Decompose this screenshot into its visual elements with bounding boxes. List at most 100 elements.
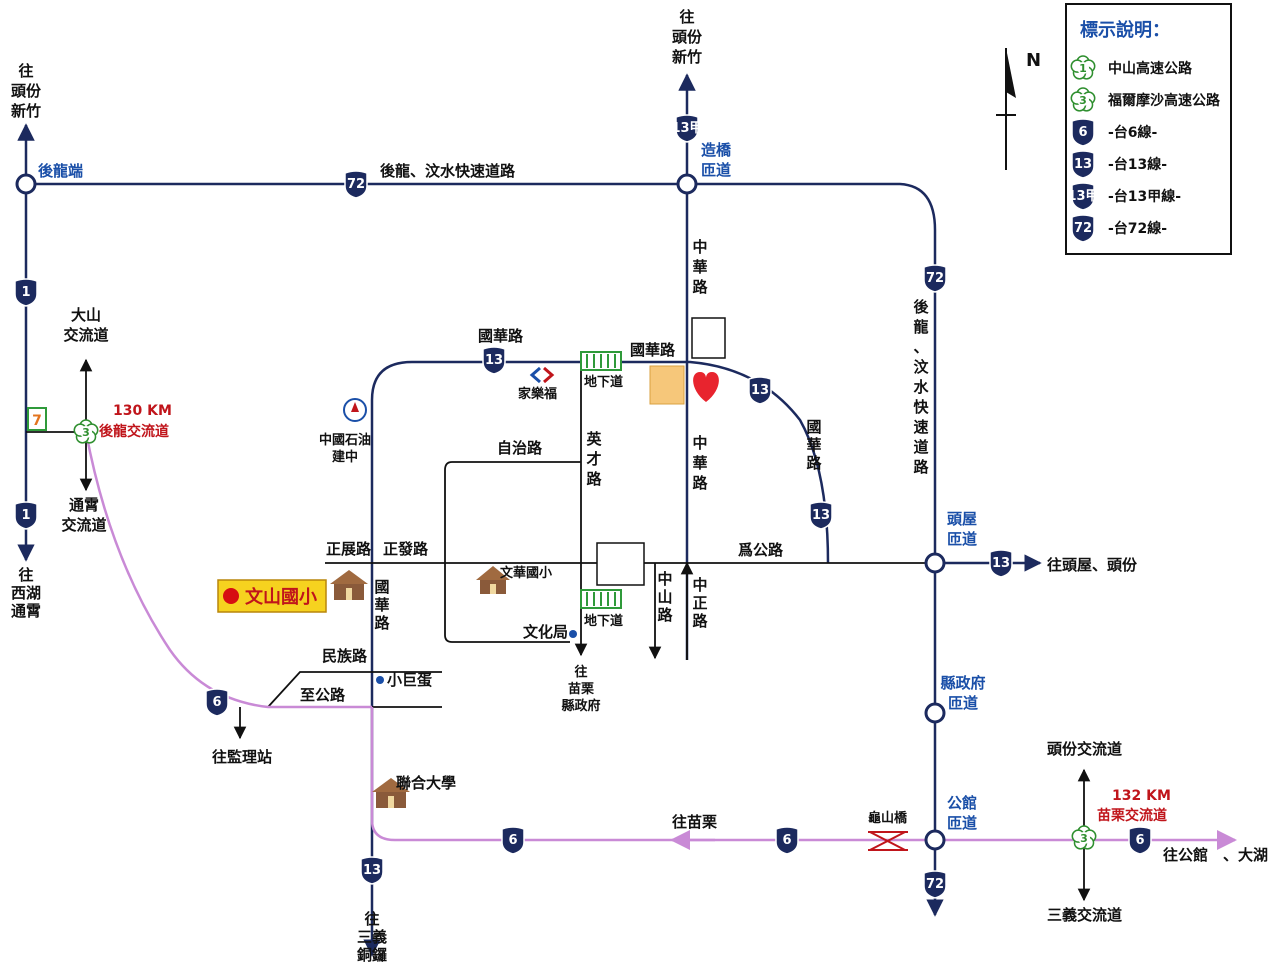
legend-item-label: -台13線- [1108,156,1167,173]
guohua-road-vert-label: 路 [374,614,390,632]
route-shield-icon: 13甲 [671,114,703,143]
shield-number: 72 [1074,221,1092,236]
sanyi-ic-label: 三義交流道 [1047,906,1122,924]
to-county-gov-label: 往 [574,664,587,680]
county-ramp-label: 匝道 [948,694,978,712]
dashan-label: 大山 [71,306,101,324]
houlongduan-node [15,173,37,195]
route-shield-icon: 13 [1071,150,1095,179]
to-toufen-left-label: 新竹 [11,102,41,120]
wenhua-school-label: 文華國小 [500,565,552,581]
guohua-road-right-label: 華 [806,436,821,454]
bridge-icon [868,831,908,851]
school-building-icon [476,566,510,594]
shield-number: 13 [1074,157,1092,172]
flower-shield-icon: 3 [1070,87,1096,112]
route-shield-icon: 1 [14,501,38,530]
zaoqiao-label: 匝道 [701,161,731,179]
to-sanyi-label: 銅鑼 [357,946,387,964]
gongguan-ramp-label: 公館 [947,794,977,812]
zhonghua-road-mid-label: 華 [692,454,707,472]
shield-number: 6 [1135,833,1144,848]
to-dmv-label: 往監理站 [212,748,272,766]
expressway-right-label: 道 [913,438,928,456]
shield-number: 3 [1080,832,1088,845]
expressway-right-label: 速 [913,418,928,436]
route-shield-icon: 13 [482,346,506,375]
yingcai-rd-label: 路 [586,470,602,488]
underpass2-label: 地下道 [584,613,623,629]
guohua-road-right-label: 國 [806,418,821,436]
miaoli-ic-label: 苗栗交流道 [1097,807,1167,824]
to-toufen-top-label: 往 [679,8,694,26]
guohua-road-top-label: 國華路 [478,327,524,345]
route-shield-icon: 72 [923,264,947,293]
shield-number: 6 [508,833,517,848]
gongguan-node [924,829,946,851]
shangguang-box [691,317,726,359]
culture-bureau-label: 文化局 [523,623,568,641]
shield-number: 72 [926,877,944,892]
shield-number: 6 [212,695,221,710]
carrefour-label: 家樂福 [518,386,557,402]
to-toufen-top-label: 新竹 [672,48,702,66]
legend-item: 72-台72線- [1071,214,1167,243]
shield-number: 13甲 [1067,189,1098,204]
touwu-ramp-label: 匝道 [947,530,977,548]
guohua-road-mid-label: 國華路 [630,341,676,359]
zhonghua-road-mid-label: 中 [692,434,707,452]
shield-number: 1 [21,285,30,300]
to-sanyi-label: 往 [364,910,379,928]
to-sanyi-label: 三義 [357,928,387,946]
guohua-road-vert-label: 國 [374,578,389,596]
shield-number: 72 [926,271,944,286]
route-6-south-road [370,707,935,842]
cpc-logo-icon [343,398,367,422]
north-label: N [1026,50,1041,71]
route-shield-icon: 6 [501,826,525,855]
svg-text:7: 7 [32,413,42,429]
legend-item-label: 中山高速公路 [1108,60,1193,77]
zhongzheng-rd-label: 中 [692,576,707,594]
expressway-right-label: 、 [913,338,928,356]
zhonghua-road-mid-label: 路 [692,474,708,492]
school-highlight: 文山國小 [217,579,327,613]
zhongzheng-rd-label: 正 [692,594,707,612]
legend-item-label: -台6線- [1108,124,1158,141]
to-touwu-label: 往頭屋、頭份 [1047,556,1138,574]
route-shield-icon: 13 [989,549,1013,578]
guishan-bridge-label: 龜山橋 [868,810,908,826]
route-shield-icon: 6 [775,826,799,855]
guohua-road-vert-label: 華 [374,596,389,614]
flower-shield-icon: 3 [1071,825,1097,850]
shield-number: 3 [1079,94,1087,107]
county-ramp-label: 縣政府 [940,674,985,692]
expressway-right-label: 龍 [913,318,928,336]
shield-number: 1 [1079,62,1087,75]
legend-item: 13甲-台13甲線- [1067,182,1181,211]
flower-shield-icon: 3 [73,419,99,444]
minzu-road [267,671,442,708]
shield-number: 3 [82,426,90,439]
underpass1-label: 地下道 [584,374,623,390]
touwu-node [924,552,946,574]
expressway-top-label: 後龍、汶水快速道路 [379,162,516,180]
culture-bureau-dot [569,630,577,638]
zhigong-road-label: 至公路 [300,686,346,704]
to-xihu-label: 通霄 [11,602,41,620]
route-shield-icon: 6 [205,688,229,717]
zhonghua-road-top-label: 中 [692,238,707,256]
shield-number: 13 [812,508,830,523]
route-shield-icon: 13 [748,376,772,405]
yingcai-rd-label: 才 [586,450,601,468]
tongxiao-label: 通霄 [69,496,99,514]
zizhi-rd-label: 自治路 [497,439,543,457]
route-shield-icon: 13 [360,856,384,885]
zhonghua-road-top-label: 華 [692,258,707,276]
shield-number: 13 [363,863,381,878]
shield-number: 1 [21,508,30,523]
tongxiao-label: 交流道 [61,516,106,534]
